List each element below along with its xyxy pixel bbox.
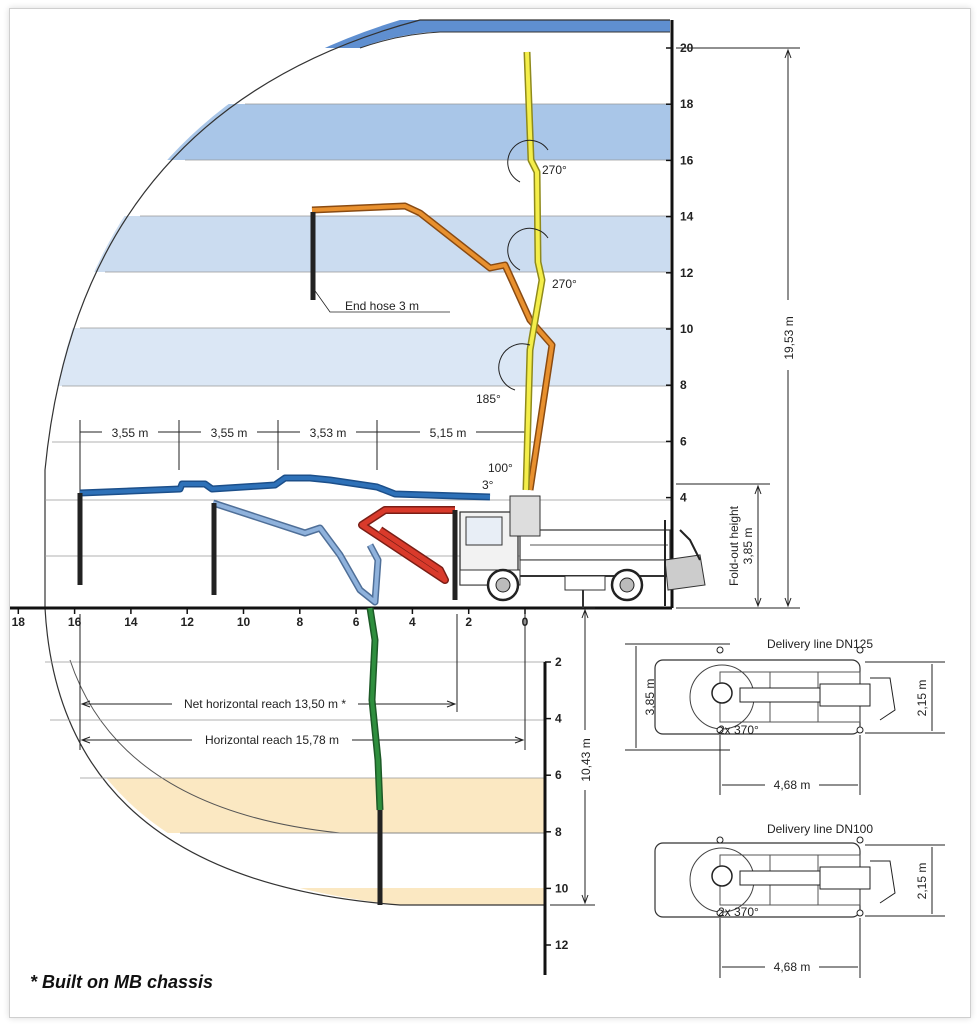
truck — [459, 495, 706, 608]
depth-envelope — [45, 608, 545, 905]
angle-label-1: 270° — [542, 163, 567, 177]
outrigger-plan-dn100: Delivery line DN100 2,15 m 2x 370° 4,68 … — [654, 822, 945, 978]
horizontal-tick-label: 6 — [353, 615, 360, 629]
angle-label-2: 270° — [552, 277, 577, 291]
footnote: * Built on MB chassis — [30, 972, 214, 992]
depth-axis-ticks: 2 4 6 8 10 12 — [545, 655, 569, 952]
angle-label-3: 185° — [476, 392, 501, 406]
fold-out-dimension — [676, 483, 770, 608]
height-tick-label: 4 — [680, 491, 687, 505]
horizontal-tick-label: 12 — [181, 615, 195, 629]
height-tick-label: 10 — [680, 322, 694, 336]
segment-length-2: 3,55 m — [211, 426, 248, 440]
horizontal-tick-label: 8 — [296, 615, 303, 629]
height-tick-label: 12 — [680, 266, 694, 280]
segment-length-4: 5,15 m — [430, 426, 467, 440]
depth-tick-label: 8 — [555, 825, 562, 839]
rotation-arcs — [498, 139, 549, 391]
fold-out-label: Fold-out height — [727, 505, 741, 586]
height-tick-label: 18 — [680, 97, 694, 111]
horizontal-axis-ticks: 181614121086420 — [12, 608, 529, 629]
dn100-width-rear: 2,15 m — [915, 863, 929, 900]
horizontal-tick-label: 2 — [465, 615, 472, 629]
boom-vertical — [522, 51, 546, 491]
angle-label-4: 100° — [488, 461, 513, 475]
segment-length-3: 3,53 m — [310, 426, 347, 440]
dn100-length: 4,68 m — [774, 960, 811, 974]
end-hose-label: End hose 3 m — [345, 299, 419, 313]
dn100-rotation: 2x 370° — [718, 905, 759, 919]
envelope-outline — [44, 19, 670, 608]
boom-lightblue — [211, 499, 382, 606]
dn100-title: Delivery line DN100 — [767, 822, 873, 836]
horizontal-reach-label: Horizontal reach 15,78 m — [205, 733, 339, 747]
dn125-length: 4,68 m — [774, 778, 811, 792]
reach-envelope — [45, 20, 670, 386]
height-tick-label: 14 — [680, 210, 694, 224]
height-tick-label: 8 — [680, 378, 687, 392]
dn125-width-rear: 2,15 m — [915, 680, 929, 717]
height-tick-label: 16 — [680, 153, 694, 167]
depth-tick-label: 6 — [555, 768, 562, 782]
segment-length-1: 3,55 m — [112, 426, 149, 440]
depth-tick-label: 12 — [555, 938, 569, 952]
dn125-rotation: 2x 370° — [718, 723, 759, 737]
horizontal-tick-label: 10 — [237, 615, 251, 629]
outrigger-plan-dn125: Delivery line DN125 3,85 m 2,15 m 2x 370… — [625, 637, 945, 795]
depth-tick-label: 10 — [555, 881, 569, 895]
horizontal-tick-label: 4 — [409, 615, 416, 629]
fold-out-value: 3,85 m — [741, 528, 755, 565]
angle-label-5: 3° — [482, 478, 494, 492]
boom-red — [358, 506, 458, 600]
dn125-width-front: 3,85 m — [643, 679, 657, 716]
total-height-label: 19,53 m — [782, 316, 796, 359]
horizontal-tick-label: 18 — [12, 615, 26, 629]
net-reach-label: Net horizontal reach 13,50 m * — [184, 697, 346, 711]
height-tick-label: 6 — [680, 434, 687, 448]
horizontal-tick-label: 14 — [124, 615, 138, 629]
dn125-title: Delivery line DN125 — [767, 637, 873, 651]
horizontal-tick-label: 16 — [68, 615, 82, 629]
depth-tick-label: 4 — [555, 712, 562, 726]
boom-depth — [366, 607, 384, 905]
boom-horizontal — [77, 474, 491, 585]
depth-tick-label: 2 — [555, 655, 562, 669]
boom-orange — [310, 202, 556, 491]
depth-label: 10,43 m — [579, 738, 593, 781]
